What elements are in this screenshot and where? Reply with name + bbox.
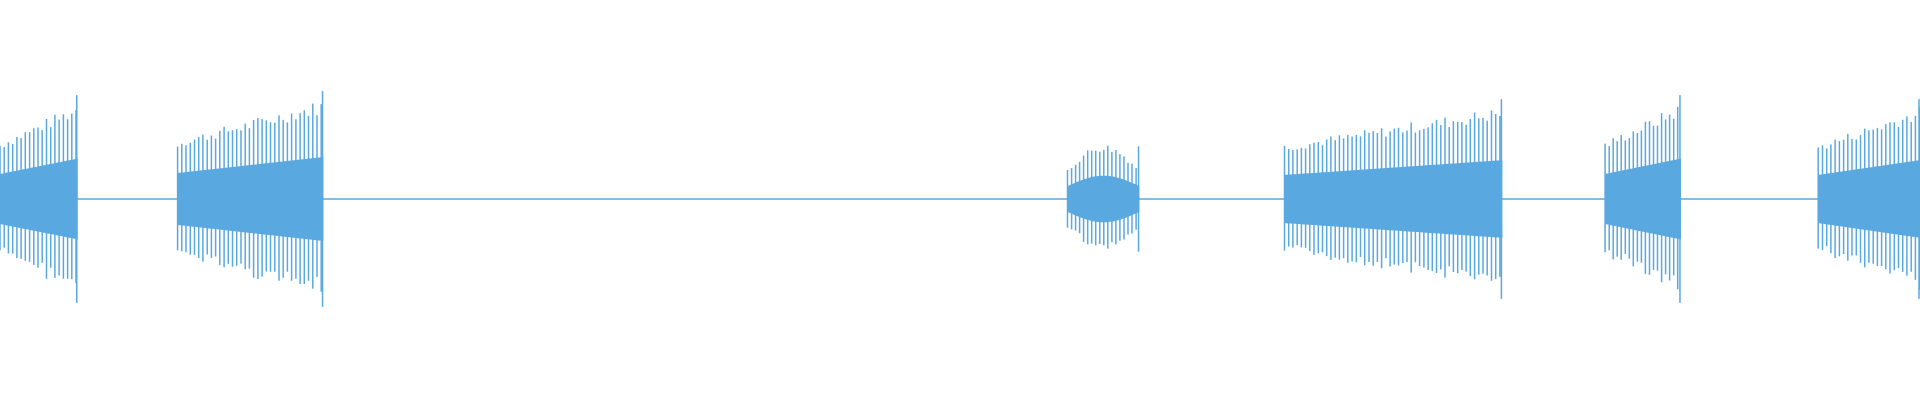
burst-2-body (177, 157, 324, 241)
burst-1 (0, 95, 78, 303)
burst-6 (1817, 99, 1920, 299)
waveform-layer (0, 91, 1920, 307)
burst-3 (1066, 145, 1140, 252)
burst-2 (176, 91, 324, 307)
burst-5 (1604, 95, 1681, 303)
burst-1-body (0, 158, 78, 240)
burst-4 (1283, 99, 1503, 299)
